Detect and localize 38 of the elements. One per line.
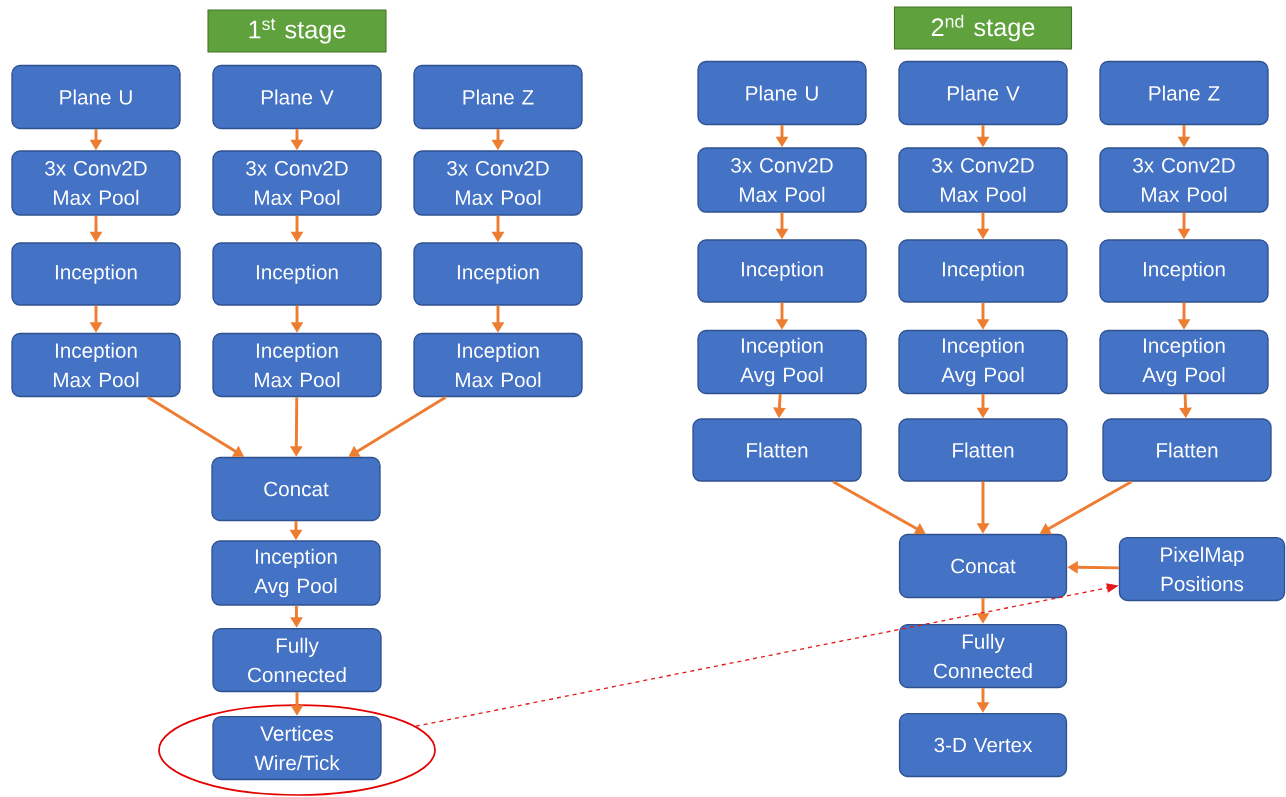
process-box: Plane V	[212, 64, 382, 130]
process-box: Plane Z	[413, 64, 583, 130]
process-box: Inception Avg Pool	[1099, 329, 1269, 395]
process-box: Inception	[697, 239, 867, 303]
process-box: 3x Conv2D Max Pool	[212, 150, 382, 216]
process-box: Plane V	[898, 60, 1068, 126]
process-box: Inception Max Pool	[11, 332, 181, 398]
process-box: Plane U	[697, 60, 867, 126]
process-box: 3x Conv2D Max Pool	[413, 150, 583, 216]
process-box: Inception Avg Pool	[898, 329, 1068, 395]
process-box: 3x Conv2D Max Pool	[697, 147, 867, 213]
process-box: 3-D Vertex	[898, 712, 1068, 778]
process-box: Inception	[898, 239, 1068, 303]
process-box: Inception	[413, 242, 583, 306]
stage-label: 1$^{st}$ stage	[207, 9, 387, 53]
process-box: Inception Max Pool	[212, 332, 382, 398]
process-box: Vertices Wire/Tick	[212, 715, 382, 781]
process-box: Inception	[11, 242, 181, 306]
process-box: PixelMap Positions	[1118, 536, 1286, 602]
process-box: Inception Avg Pool	[697, 329, 867, 395]
process-box: Flatten	[692, 418, 862, 482]
process-box: 3x Conv2D Max Pool	[11, 150, 181, 216]
process-box: Concat	[898, 533, 1068, 599]
highlight-ellipse	[158, 704, 436, 796]
process-box: 3x Conv2D Max Pool	[1099, 147, 1269, 213]
stage-label: 2$^{nd}$ stage	[893, 6, 1073, 50]
process-box: Plane Z	[1099, 60, 1269, 126]
process-box: Inception Max Pool	[413, 332, 583, 398]
process-box: Plane U	[11, 64, 181, 130]
process-box: Flatten	[1102, 418, 1272, 482]
process-box: Inception Avg Pool	[211, 540, 381, 606]
process-box: Fully Connected	[212, 627, 382, 693]
process-box: 3x Conv2D Max Pool	[898, 147, 1068, 213]
process-box: Flatten	[898, 418, 1068, 482]
process-box: Concat	[211, 456, 381, 522]
process-box: Inception	[1099, 239, 1269, 303]
process-box: Fully Connected	[898, 623, 1068, 689]
process-box: Inception	[212, 242, 382, 306]
